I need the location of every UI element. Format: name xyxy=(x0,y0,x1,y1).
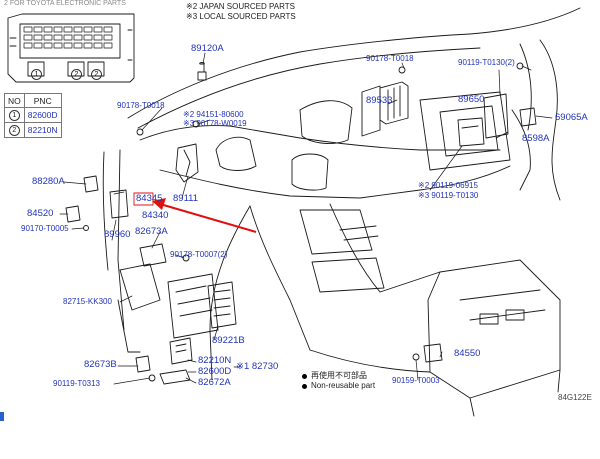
pnc-head-pnc: PNC xyxy=(23,93,62,108)
callout-arrow xyxy=(152,198,257,233)
part-label-90178-t0018-top[interactable]: 90178-T0018 xyxy=(366,54,414,63)
part-label-84520[interactable]: 84520 xyxy=(27,208,54,219)
pnc-row-code[interactable]: 82210N xyxy=(23,122,62,138)
part-label-89533[interactable]: 89533 xyxy=(366,95,393,106)
part-label-90119-06915[interactable]: ※2 90119-06915 xyxy=(418,181,478,190)
non-reusable-dot-icon xyxy=(302,384,307,389)
part-label-89650[interactable]: 89650 xyxy=(458,94,485,105)
fuse-marker-2: 2 xyxy=(71,64,82,80)
part-label-90178-t0007[interactable]: 90178-T0007(2) xyxy=(170,250,228,259)
part-label-88280A[interactable]: 88280A xyxy=(32,176,65,187)
figure-ref: 84G122E xyxy=(558,393,592,402)
legend-jp: 再使用不可部品 xyxy=(311,371,367,380)
part-label-8598A[interactable]: 8598A xyxy=(522,133,550,144)
page-marker xyxy=(0,412,4,421)
part-label-82673B[interactable]: 82673B xyxy=(84,359,117,370)
legend-en: Non-reusable part xyxy=(311,381,376,390)
part-label-84345[interactable]: 84345 xyxy=(136,193,163,204)
part-label-90119-t0313[interactable]: 90119-T0313 xyxy=(53,379,100,388)
part-label-90178-w0019[interactable]: ※3 90178-W0019 xyxy=(183,119,247,128)
part-label-82672A[interactable]: 82672A xyxy=(198,377,231,388)
fuse-marker-1: 1 xyxy=(31,64,42,80)
part-label-89221B[interactable]: 89221B xyxy=(212,335,245,346)
part-label-82730[interactable]: ※1 82730 xyxy=(236,361,279,372)
table-row: 1 82600D xyxy=(4,107,62,123)
part-label-82600D[interactable]: 82600D xyxy=(198,366,232,377)
part-label-82210N[interactable]: 82210N xyxy=(198,355,232,366)
pnc-head-no: NO xyxy=(4,93,25,108)
pnc-row-no: 1 xyxy=(4,107,25,123)
local-sourced-note: ※3 LOCAL SOURCED PARTS xyxy=(186,12,296,21)
non-reusable-dot-icon xyxy=(302,374,307,379)
part-label-84340[interactable]: 84340 xyxy=(142,210,169,221)
part-label-82715-kk300[interactable]: 82715-KK300 xyxy=(63,297,112,306)
table-row: 2 82210N xyxy=(4,122,62,138)
part-label-90170-t0005[interactable]: 90170-T0005 xyxy=(21,224,69,233)
part-label-84550[interactable]: 84550 xyxy=(454,348,481,359)
part-label-69065A[interactable]: 69065A xyxy=(555,112,588,123)
pnc-table-header: NO PNC xyxy=(4,93,62,108)
part-label-90119-t0130-3[interactable]: ※3 90119-T0130 xyxy=(418,191,479,200)
fuse-marker-3: 2 xyxy=(91,64,102,80)
pnc-row-code[interactable]: 82600D xyxy=(23,107,62,123)
pnc-table: NO PNC 1 82600D 2 82210N xyxy=(4,93,62,138)
japan-sourced-note: ※2 JAPAN SOURCED PARTS xyxy=(186,2,295,11)
ghost-header-text: 2 FOR TOYOTA ELECTRONIC PARTS xyxy=(4,0,126,7)
part-label-89111[interactable]: 89111 xyxy=(173,193,199,204)
part-label-90159-t0003[interactable]: 90159-T0003 xyxy=(392,376,440,385)
part-label-89960[interactable]: 89960 xyxy=(104,229,131,240)
pnc-row-no: 2 xyxy=(4,122,25,138)
part-label-94151-80600[interactable]: ※2 94151-80600 xyxy=(183,110,244,119)
part-label-89120A[interactable]: 89120A xyxy=(191,43,224,54)
part-label-90119-t0130-2[interactable]: 90119-T0130(2) xyxy=(458,58,515,67)
part-label-82673A[interactable]: 82673A xyxy=(135,226,168,237)
part-label-90178-t0018-left[interactable]: 90178-T0018 xyxy=(117,101,165,110)
